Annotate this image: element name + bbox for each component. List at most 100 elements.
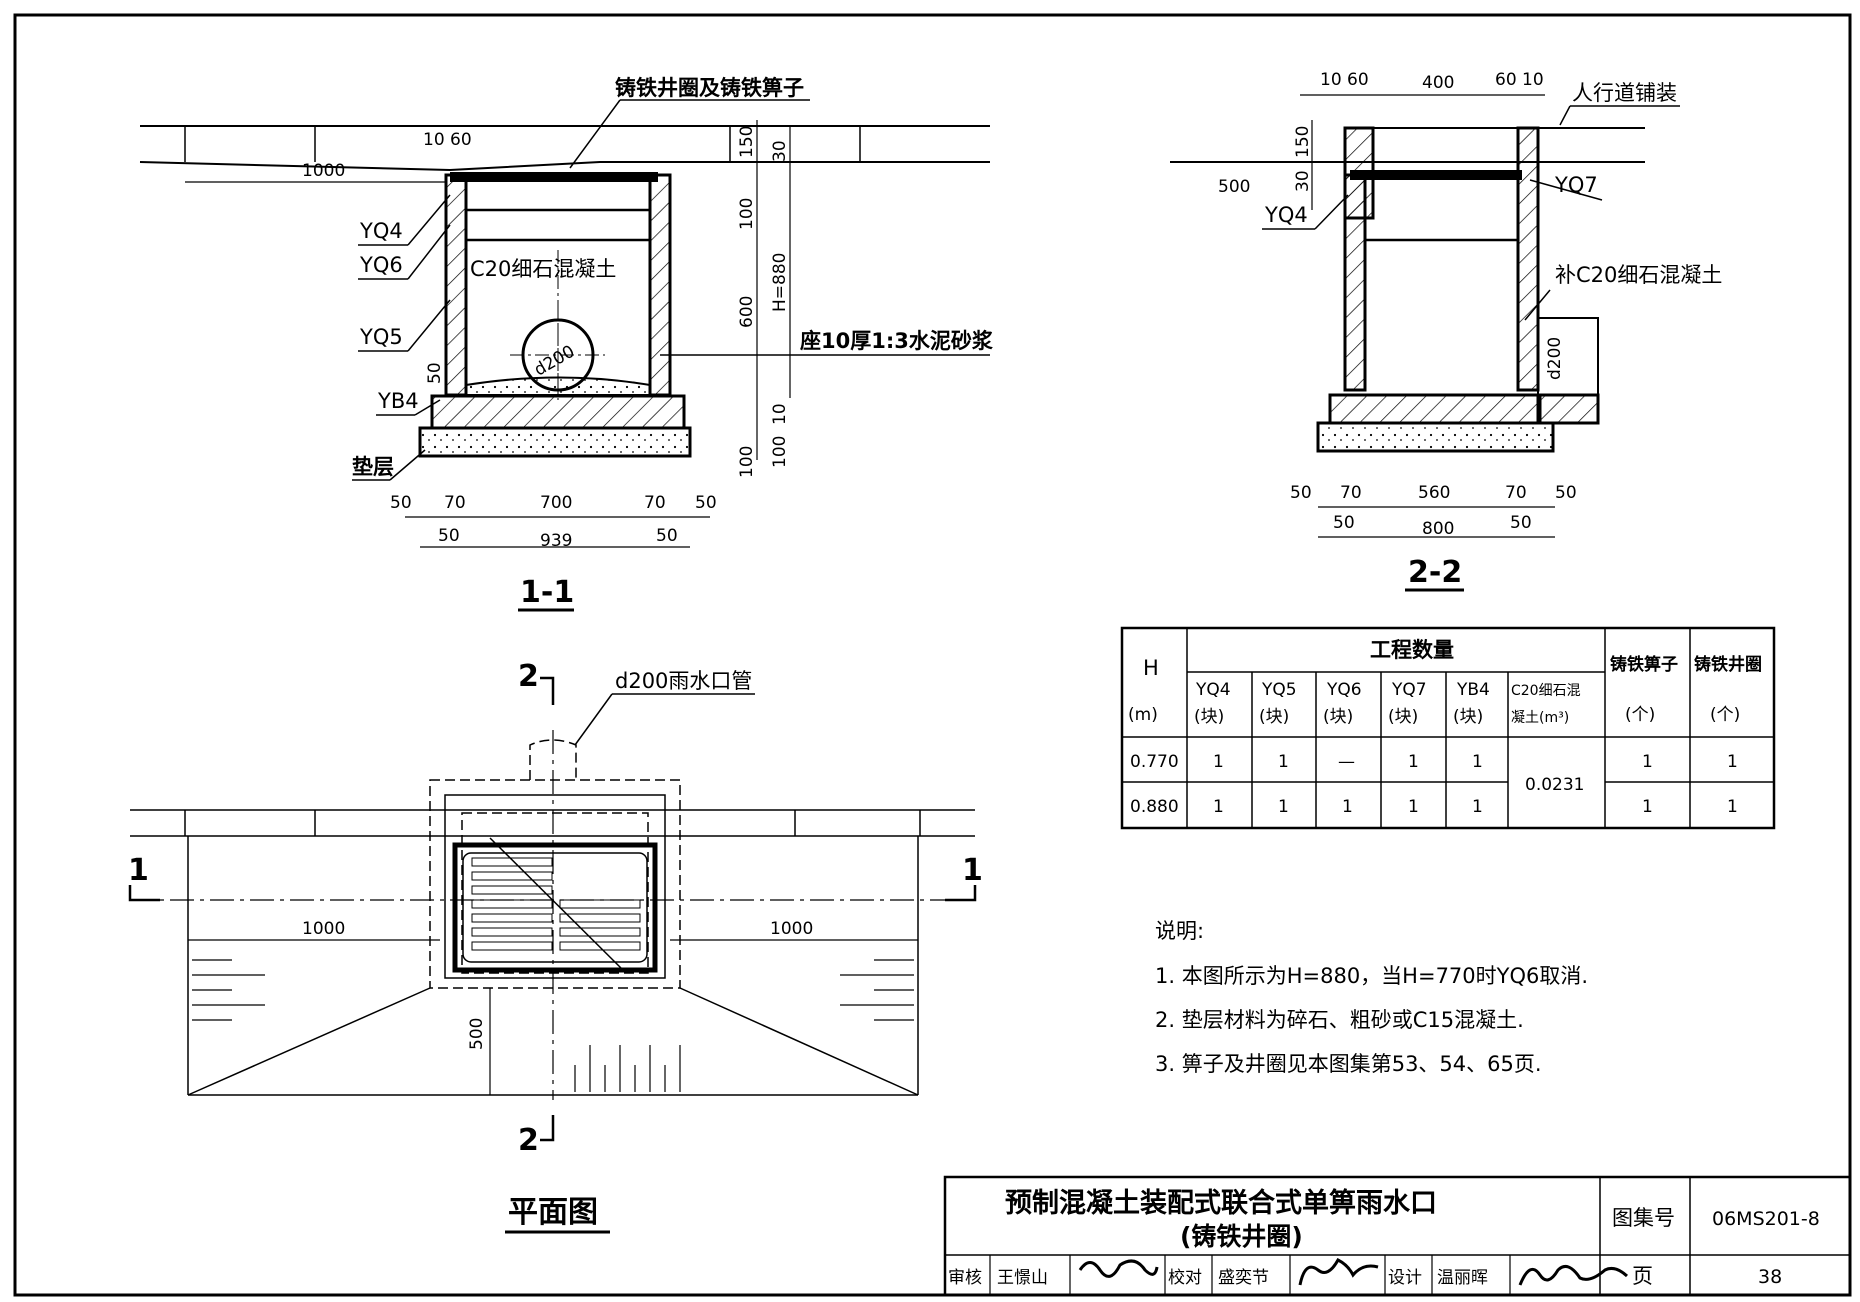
dim22-500: 500: [1218, 177, 1250, 197]
th-yq6-unit: (块): [1323, 707, 1353, 727]
row1-ring: 1: [1727, 752, 1738, 772]
base-slab-2: [1328, 393, 1542, 425]
dim-b1-3: 70: [644, 493, 666, 513]
dim-100-b: 100: [770, 436, 790, 468]
wall-2-right: [1516, 126, 1540, 392]
label-cushion: 垫层: [352, 455, 394, 479]
label-yq4-2: YQ4: [1264, 203, 1308, 227]
dim22-top-0: 10 60: [1320, 70, 1369, 90]
plan-dim-500: 500: [467, 1018, 487, 1050]
row1-yq6: —: [1338, 752, 1355, 772]
label-pipe: d200雨水口管: [615, 669, 752, 693]
label-c20-fill: C20细石混凝土: [470, 257, 616, 281]
slope-marks-bottom: [574, 1045, 681, 1092]
label-mortar: 座10厚1:3水泥砂浆: [800, 329, 994, 353]
dim22-b1-4: 50: [1555, 483, 1577, 503]
title-plan: 平面图: [508, 1195, 598, 1230]
row1-grate: 1: [1642, 752, 1653, 772]
row1-yb4: 1: [1472, 752, 1483, 772]
th-yq5-unit: (块): [1259, 707, 1289, 727]
label-yq6-1: YQ6: [359, 253, 403, 277]
cushion-2: [1316, 421, 1555, 453]
th-h: H: [1143, 656, 1159, 680]
dim-b2-2: 50: [656, 526, 678, 546]
note-2: 2. 垫层材料为碎石、粗砂或C15混凝土.: [1155, 1008, 1524, 1032]
title-block: 预制混凝土装配式联合式单箅雨水口 (铸铁井圈) 图集号 06MS201-8 审核…: [943, 1175, 1852, 1297]
label-yq4-1: YQ4: [359, 219, 403, 243]
dim-100a: 100: [737, 198, 757, 230]
plan-section-marker-left: 1: [128, 853, 149, 888]
th-yq7: YQ7: [1391, 680, 1427, 700]
wall-right: [648, 173, 672, 397]
dim22-b2-0: 50: [1333, 513, 1355, 533]
dim-50: 50: [425, 362, 445, 384]
dim-150: 150: [737, 126, 757, 158]
title-section-1-1: 1-1: [520, 575, 574, 610]
th-yb4-unit: (块): [1453, 707, 1483, 727]
row2-grate: 1: [1642, 797, 1653, 817]
row2-ring: 1: [1727, 797, 1738, 817]
dim-b1-2: 700: [540, 493, 572, 513]
plan-section-marker-bottom: 2: [518, 1123, 539, 1158]
th-yq7-unit: (块): [1388, 707, 1418, 727]
th-yq4: YQ4: [1195, 680, 1231, 700]
section-2-2: 10 60 400 60 10 人行道铺装 YQ7 YQ4 补C20细石混凝土 …: [1170, 70, 1722, 592]
row1-yq5: 1: [1278, 752, 1289, 772]
label-c20-supplement: 补C20细石混凝土: [1555, 263, 1722, 287]
dim22-top-2: 60 10: [1495, 70, 1544, 90]
dim22-top-1: 400: [1422, 73, 1454, 93]
cushion-layer: [418, 426, 692, 458]
check-label: 校对: [1168, 1268, 1202, 1288]
th-yq5: YQ5: [1261, 680, 1297, 700]
dim-b2-1: 939: [540, 531, 572, 551]
plan-dim-1000-left: 1000: [302, 919, 345, 939]
dim-30: 30: [770, 140, 790, 162]
atlas-label: 图集号: [1612, 1206, 1675, 1230]
plan-section-marker-top: 2: [518, 659, 539, 694]
wall-2-left: [1343, 173, 1367, 392]
dim-10-60: 10 60: [423, 130, 472, 150]
dim-b1-1: 70: [444, 493, 466, 513]
title-main: 预制混凝土装配式联合式单箅雨水口: [1005, 1187, 1437, 1219]
page-label: 页: [1632, 1264, 1653, 1288]
th-ring-unit: (个): [1710, 705, 1740, 725]
dim22-b1-0: 50: [1290, 483, 1312, 503]
dim22-b1-2: 560: [1418, 483, 1450, 503]
reviewer-name: 王憬山: [997, 1268, 1048, 1288]
th-h-unit: (m): [1128, 705, 1158, 725]
reviewer-signature: [1078, 1259, 1159, 1278]
dim22-b2-1: 800: [1422, 519, 1454, 539]
row2-h: 0.880: [1130, 797, 1179, 817]
th-grate-unit: (个): [1625, 705, 1655, 725]
dim-b1-4: 50: [695, 493, 717, 513]
notes-title: 说明:: [1155, 919, 1204, 943]
notes: 说明: 1. 本图所示为H=880，当H=770时YQ6取消. 2. 垫层材料为…: [1155, 919, 1588, 1076]
label-yb4-1: YB4: [377, 389, 419, 413]
dim-b2-0: 50: [438, 526, 460, 546]
dim-h880: H=880: [770, 253, 790, 312]
title-sub: (铸铁井圈): [1180, 1222, 1303, 1251]
dim-10-b: 10: [770, 403, 790, 425]
designer-signature: [1518, 1264, 1629, 1286]
dim-100-c: 100: [737, 446, 757, 478]
th-yq4-unit: (块): [1194, 707, 1224, 727]
grate-bars: [471, 857, 641, 951]
label-cast-iron-grate: 铸铁井圈及铸铁箅子: [615, 76, 804, 100]
section-1-1: d200 铸铁井圈及铸铁箅子 YQ4 YQ6 YQ5 YB4 垫层 C20细石混…: [139, 76, 994, 612]
page-number: 38: [1758, 1266, 1782, 1288]
dim-600: 600: [737, 296, 757, 328]
atlas-number: 06MS201-8: [1712, 1208, 1820, 1230]
th-group: 工程数量: [1370, 638, 1454, 662]
row2-yq5: 1: [1278, 797, 1289, 817]
design-label: 设计: [1388, 1268, 1422, 1288]
label-pavement: 人行道铺装: [1572, 81, 1677, 105]
wall-left: [444, 173, 468, 397]
th-grate: 铸铁箅子: [1610, 654, 1678, 675]
dim22-b1-1: 70: [1340, 483, 1362, 503]
dim-b1-0: 50: [390, 493, 412, 513]
row1-h: 0.770: [1130, 752, 1179, 772]
th-c20: C20细石混: [1511, 683, 1581, 699]
row1-yq7: 1: [1408, 752, 1419, 772]
th-yq6: YQ6: [1326, 680, 1362, 700]
